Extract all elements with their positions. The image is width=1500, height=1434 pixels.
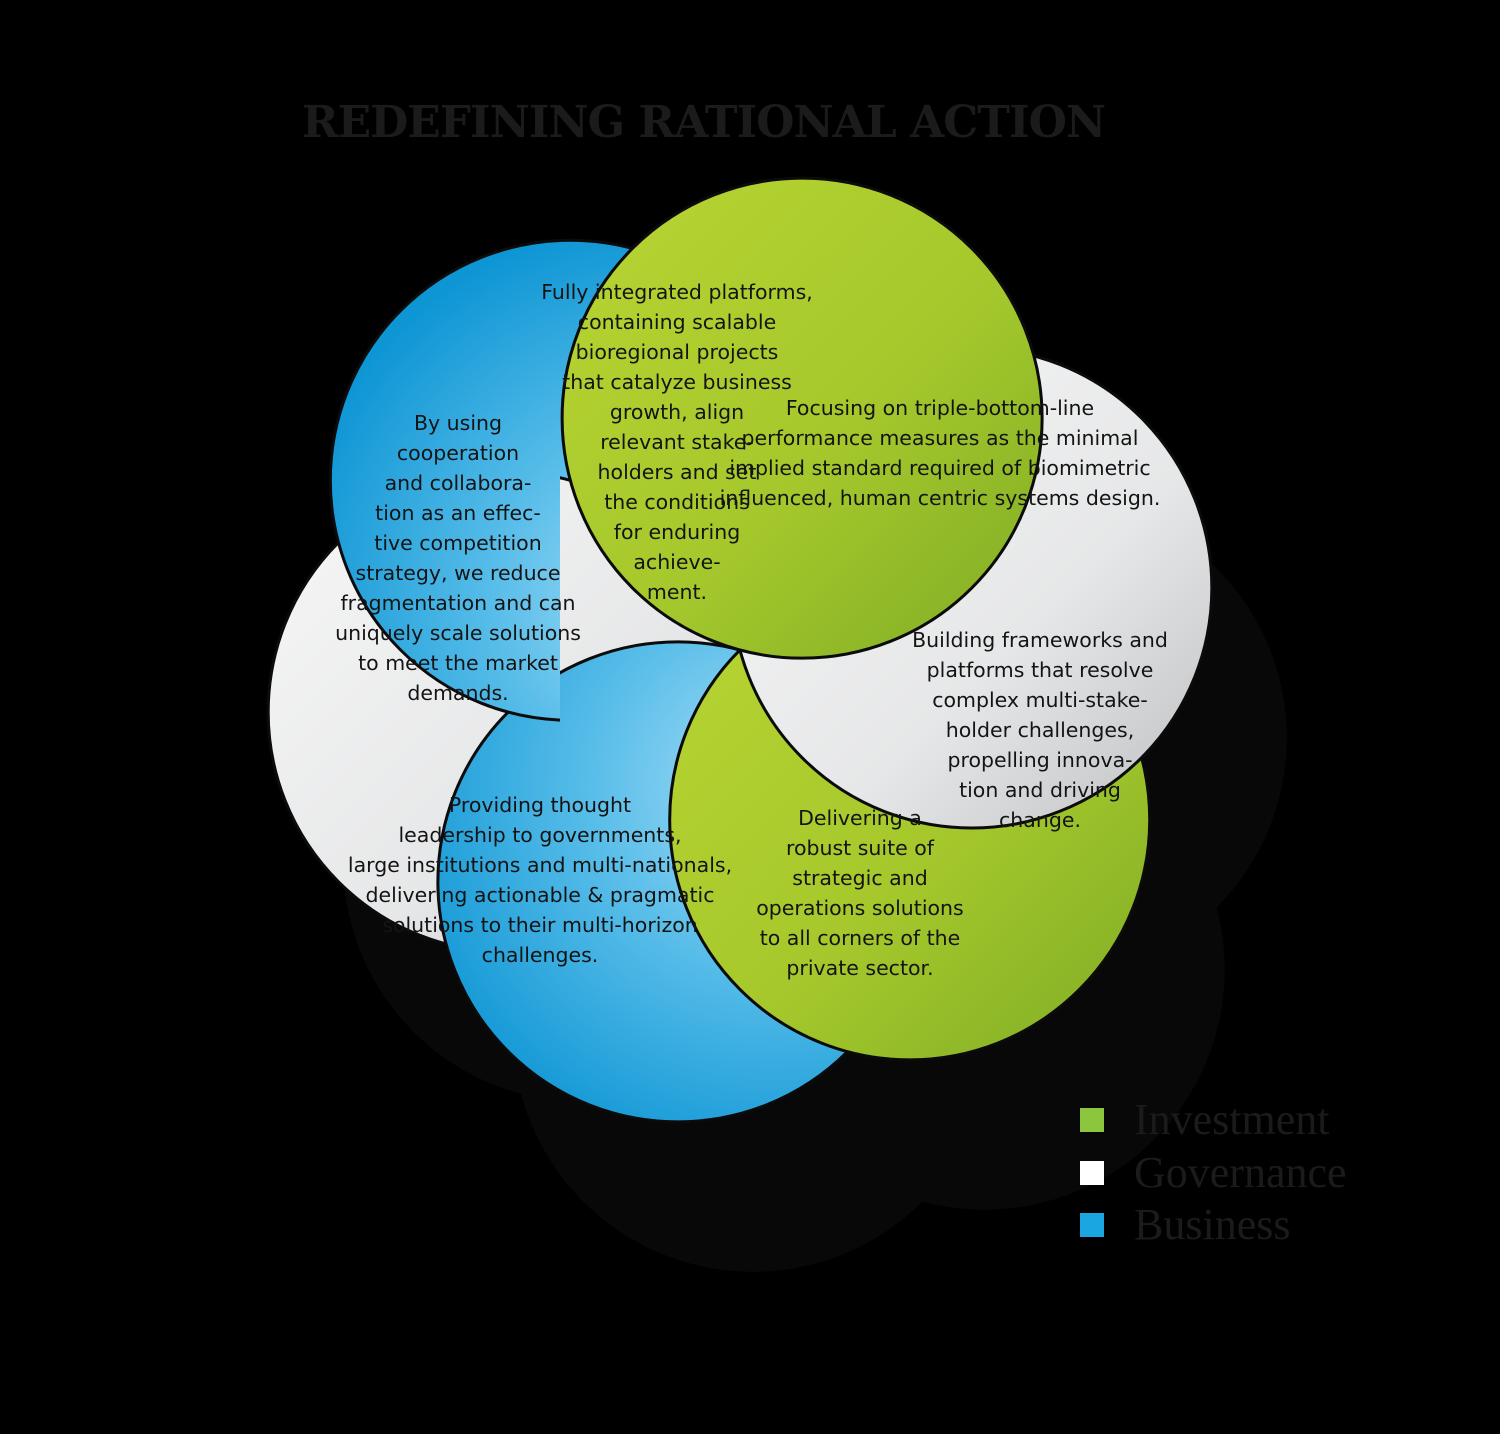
petal-text-line: growth, align <box>610 400 744 424</box>
petal-text-investment: Fully integrated platforms, containing sc… <box>541 280 813 604</box>
petal-text-line: and collabora- <box>385 471 532 495</box>
petal-text-line: Providing thought <box>449 793 631 817</box>
petal-text-line: delivering actionable & pragmatic <box>366 883 715 907</box>
petal-text-line: holders and set <box>598 460 757 484</box>
legend-item-investment: Investment <box>1080 1095 1330 1144</box>
petal-group <box>266 176 1214 1124</box>
legend-swatch-investment <box>1080 1108 1104 1132</box>
petal-text-line: bioregional projects <box>576 340 779 364</box>
petal-text-line: ment. <box>647 580 707 604</box>
diagram-title: REDEFINING RATIONAL ACTION <box>302 97 1106 148</box>
petal-text-line: containing scalable <box>578 310 776 334</box>
petal-text-line: Building frameworks and <box>912 628 1168 652</box>
petal-text-line: implied standard required of biomimetric <box>729 456 1150 480</box>
petal-text-business: Delivering a robust suite of strategic and… <box>756 806 963 980</box>
title-text: REDEFINING RATIONAL ACTION <box>302 97 1105 148</box>
petal-text-line: solutions to their multi-horizon <box>382 913 698 937</box>
petal-text-line: demands. <box>407 681 508 705</box>
petal-text-line: tion and driving <box>959 778 1121 802</box>
petal-text-line: tive competition <box>374 531 541 555</box>
petal-text-line: strategy, we reduce <box>356 561 561 585</box>
petal-text-line: to meet the market <box>358 651 558 675</box>
petal-text-line: influenced, human centric systems design… <box>720 486 1161 510</box>
petal-text-business: By using cooperation and collabora-tion as… <box>335 411 581 705</box>
legend-label-governance: Governance <box>1134 1148 1347 1197</box>
legend-item-business: Business <box>1080 1200 1290 1249</box>
petal-text-line: the conditions <box>604 490 750 514</box>
petal-text-line: operations solutions <box>756 896 963 920</box>
petal-text-line: propelling innova- <box>947 748 1132 772</box>
petal-text-governance: Focusing on triple-bottom-line performanc… <box>720 396 1161 510</box>
legend-label-business: Business <box>1134 1200 1290 1249</box>
legend-item-governance: Governance <box>1080 1148 1347 1197</box>
petal-text-investment: Building frameworks and platforms that re… <box>912 628 1168 832</box>
petal-text-line: performance measures as the minimal <box>742 426 1139 450</box>
legend-swatch-governance <box>1080 1161 1104 1185</box>
petal-business-overlap <box>328 239 560 722</box>
petal-text-line: that catalyze business <box>562 370 792 394</box>
petal-text-line: robust suite of <box>786 836 935 860</box>
petal-text-line: large institutions and multi-nationals, <box>348 853 732 877</box>
petal-text-line: change. <box>999 808 1081 832</box>
petal-text-line: Fully integrated platforms, <box>541 280 813 304</box>
petal-text-line: to all corners of the <box>760 926 961 950</box>
petal-text-line: platforms that resolve <box>927 658 1154 682</box>
petal-text-line: holder challenges, <box>946 718 1134 742</box>
petal-investment <box>560 176 1044 660</box>
petal-text-line: tion as an effec- <box>375 501 541 525</box>
petal-text-line: fragmentation and can <box>340 591 575 615</box>
petal-text-line: By using <box>414 411 502 435</box>
petal-text-line: leadership to governments, <box>398 823 681 847</box>
petal-text-line: Focusing on triple-bottom-line <box>786 396 1094 420</box>
petal-text-line: Delivering a <box>798 806 922 830</box>
petal-text-line: strategic and <box>792 866 927 890</box>
petal-text-line: for enduring <box>614 520 740 544</box>
petal-text-line: private sector. <box>786 956 933 980</box>
legend-label-investment: Investment <box>1134 1095 1330 1144</box>
petal-text-line: uniquely scale solutions <box>335 621 581 645</box>
petal-text-line: cooperation <box>397 441 519 465</box>
petal-text-line: achieve- <box>633 550 720 574</box>
petal-text-governance: Providing thought leadership to governmen… <box>348 793 732 967</box>
petal-text-line: complex multi-stake- <box>932 688 1148 712</box>
legend-swatch-business <box>1080 1213 1104 1237</box>
petal-text-line: challenges. <box>482 943 599 967</box>
legend: Investment Governance Business <box>1080 1095 1347 1249</box>
petal-text-line: relevant stake- <box>600 430 754 454</box>
petal-text-group: Fully integrated platforms, containing sc… <box>335 280 1168 980</box>
